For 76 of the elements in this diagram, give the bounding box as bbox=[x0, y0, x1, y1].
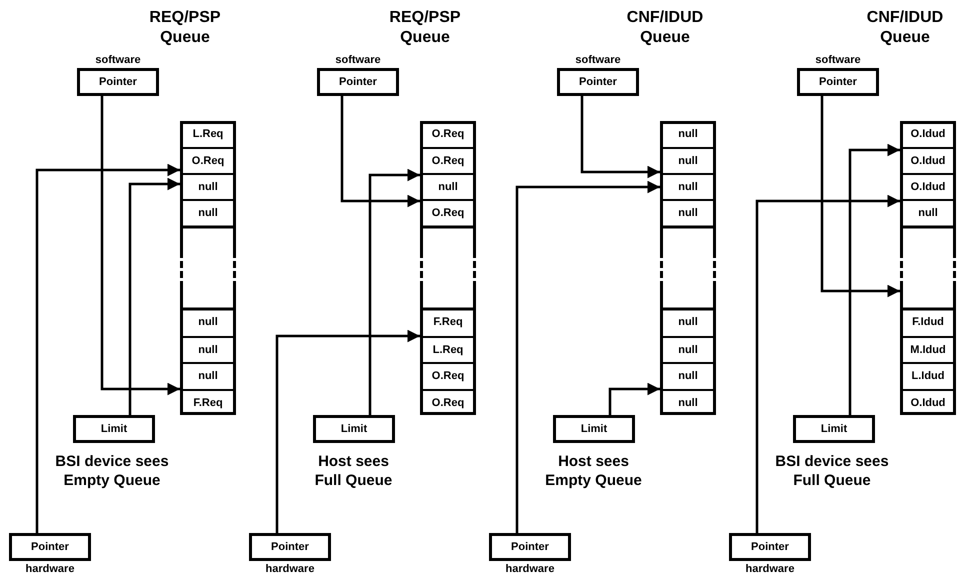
queue-entry: O.Idud bbox=[900, 389, 956, 415]
queue-entry: null bbox=[180, 199, 236, 225]
pointer-arrow bbox=[756, 194, 900, 533]
register-label: hardware bbox=[264, 563, 316, 575]
register-label: software bbox=[574, 54, 622, 66]
status-caption: BSI device sees Empty Queue bbox=[54, 453, 170, 490]
pointer-arrow bbox=[128, 178, 180, 415]
queue-title: REQ/PSP Queue bbox=[388, 8, 462, 48]
queue-title: CNF/IDUD Queue bbox=[866, 8, 944, 48]
pointer-arrow bbox=[516, 180, 660, 533]
queue-entry: O.Req bbox=[420, 362, 476, 388]
queue-entry: O.Req bbox=[420, 389, 476, 415]
limit-box: Limit bbox=[73, 415, 155, 443]
pointer-arrow bbox=[820, 96, 900, 298]
queue-entry: null bbox=[660, 199, 716, 225]
queue-entry: null bbox=[180, 362, 236, 388]
register-label: software bbox=[334, 54, 382, 66]
queue-entry: null bbox=[180, 309, 236, 335]
pointer-box: Pointer bbox=[249, 533, 331, 561]
queue-entry: F.Req bbox=[420, 309, 476, 335]
pointer-box: Pointer bbox=[729, 533, 811, 561]
queue-entry: O.Idud bbox=[900, 147, 956, 173]
register-label: hardware bbox=[24, 563, 76, 575]
limit-box: Limit bbox=[793, 415, 875, 443]
register-label: hardware bbox=[504, 563, 556, 575]
queue-stack bbox=[660, 121, 716, 415]
queue-entry: L.Req bbox=[420, 336, 476, 362]
pointer-box: Pointer bbox=[317, 68, 399, 96]
queue-entry: L.Idud bbox=[900, 362, 956, 388]
queue-stack bbox=[900, 121, 956, 415]
queue-entry: null bbox=[660, 309, 716, 335]
pointer-box: Pointer bbox=[77, 68, 159, 96]
queue-entry: O.Req bbox=[420, 121, 476, 147]
queue-title: CNF/IDUD Queue bbox=[626, 8, 704, 48]
queue-entry: null bbox=[660, 121, 716, 147]
status-caption: Host sees Full Queue bbox=[314, 453, 394, 490]
queue-entry: O.Req bbox=[420, 147, 476, 173]
register-label: hardware bbox=[744, 563, 796, 575]
queue-title: REQ/PSP Queue bbox=[148, 8, 222, 48]
queue-entry: O.Req bbox=[180, 147, 236, 173]
queue-entry: null bbox=[180, 173, 236, 199]
queue-entry: F.Idud bbox=[900, 309, 956, 335]
queue-entry: O.Idud bbox=[900, 121, 956, 147]
register-label: software bbox=[814, 54, 862, 66]
register-label: software bbox=[94, 54, 142, 66]
status-caption: BSI device sees Full Queue bbox=[774, 453, 890, 490]
status-caption: Host sees Empty Queue bbox=[544, 453, 643, 490]
queue-entry: O.Req bbox=[420, 199, 476, 225]
queue-entry: null bbox=[180, 336, 236, 362]
pointer-arrow bbox=[276, 330, 420, 533]
pointer-arrow bbox=[340, 96, 420, 208]
queue-entry: M.Idud bbox=[900, 336, 956, 362]
queue-entry: O.Idud bbox=[900, 173, 956, 199]
pointer-box: Pointer bbox=[557, 68, 639, 96]
queue-entry: null bbox=[660, 147, 716, 173]
pointer-arrow bbox=[580, 96, 660, 178]
queue-entry: null bbox=[900, 199, 956, 225]
pointer-arrow bbox=[100, 96, 180, 396]
queue-entry: null bbox=[660, 362, 716, 388]
queue-entry: null bbox=[660, 389, 716, 415]
queue-entry: L.Req bbox=[180, 121, 236, 147]
pointer-box: Pointer bbox=[489, 533, 571, 561]
queue-stack bbox=[180, 121, 236, 415]
limit-box: Limit bbox=[553, 415, 635, 443]
pointer-box: Pointer bbox=[797, 68, 879, 96]
queue-entry: null bbox=[660, 336, 716, 362]
pointer-arrow bbox=[36, 164, 180, 533]
queue-stack bbox=[420, 121, 476, 415]
queue-entry: null bbox=[660, 173, 716, 199]
queue-entry: null bbox=[420, 173, 476, 199]
limit-box: Limit bbox=[313, 415, 395, 443]
pointer-arrow bbox=[368, 168, 420, 415]
pointer-box: Pointer bbox=[9, 533, 91, 561]
pointer-arrow bbox=[848, 144, 900, 415]
pointer-arrow bbox=[608, 382, 660, 415]
queue-entry: F.Req bbox=[180, 389, 236, 415]
